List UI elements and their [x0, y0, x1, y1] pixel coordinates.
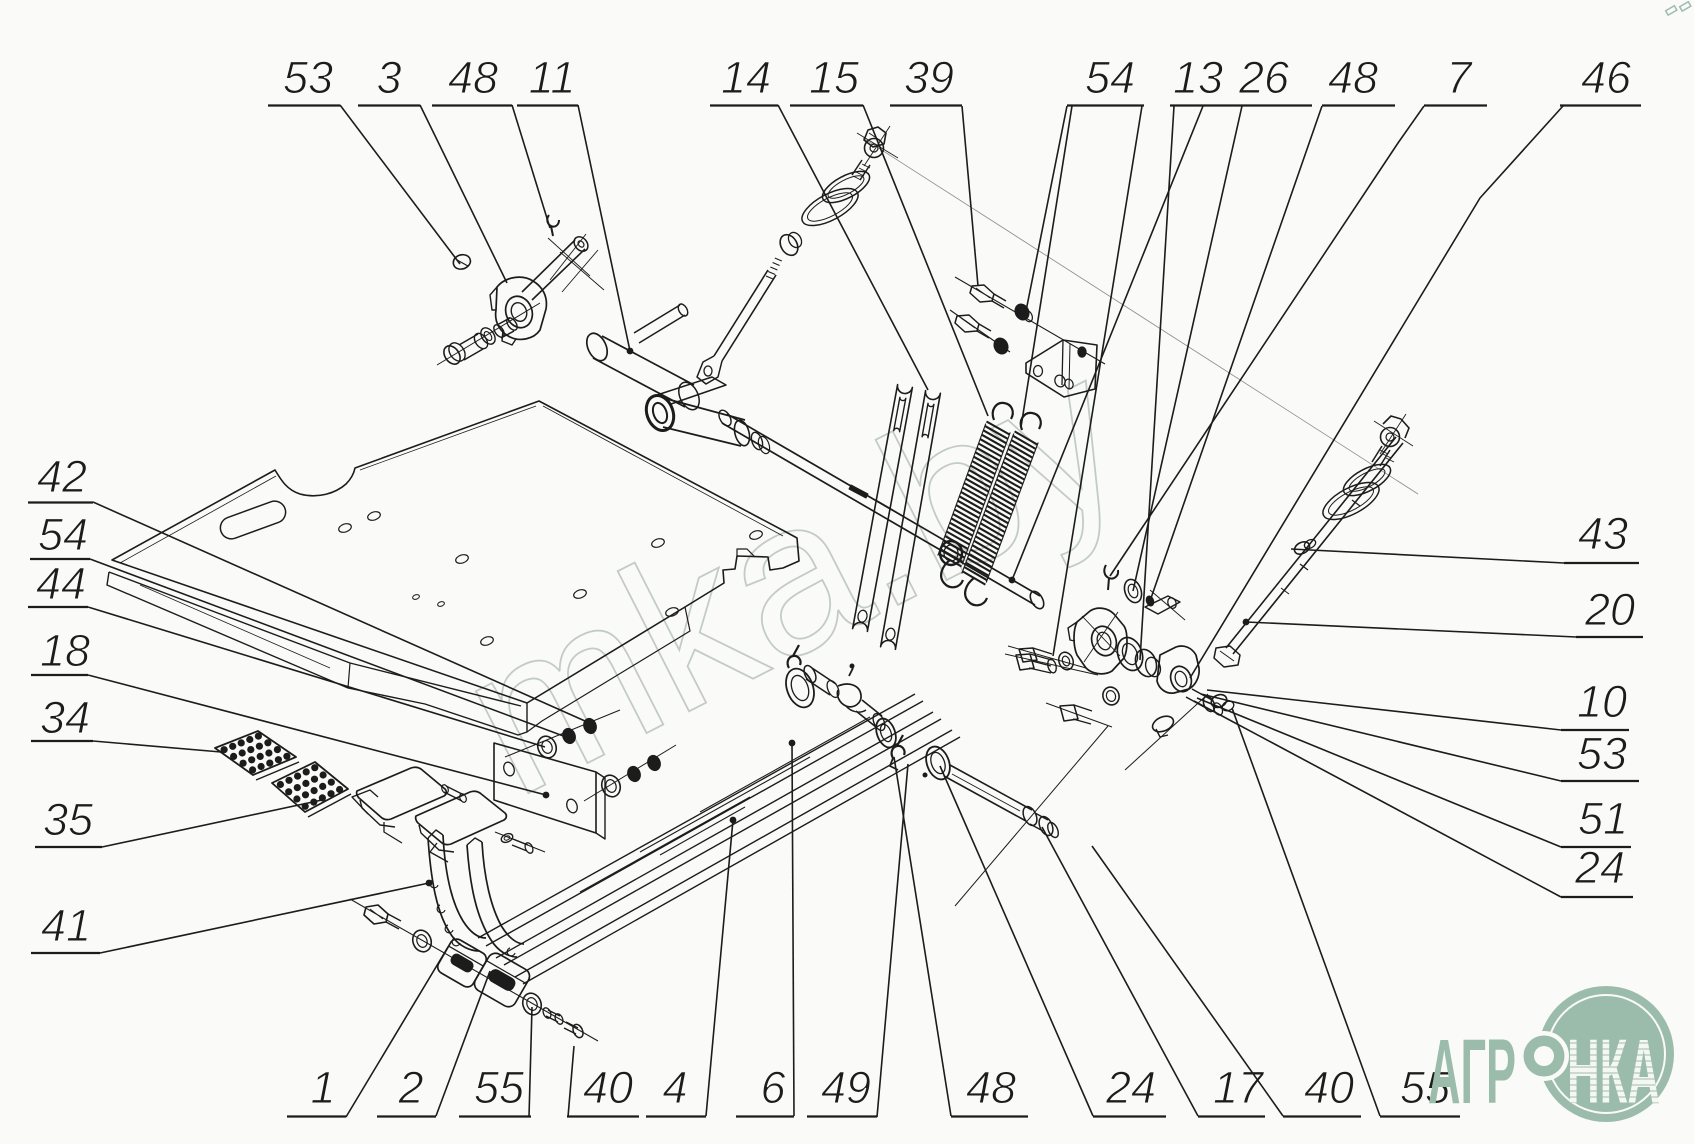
svg-text:13: 13 — [1173, 52, 1223, 103]
svg-text:17: 17 — [1213, 1062, 1265, 1113]
svg-text:46: 46 — [1581, 52, 1632, 103]
svg-text:1: 1 — [310, 1062, 335, 1113]
svg-text:40: 40 — [583, 1062, 633, 1113]
svg-text:3: 3 — [376, 52, 401, 103]
svg-text:53: 53 — [1577, 728, 1627, 779]
svg-text:49: 49 — [821, 1062, 871, 1113]
svg-text:34: 34 — [40, 692, 90, 743]
svg-text:14: 14 — [721, 52, 771, 103]
svg-text:20: 20 — [1584, 584, 1635, 635]
svg-text:24: 24 — [1574, 842, 1625, 893]
svg-text:11: 11 — [529, 52, 576, 103]
svg-text:4: 4 — [662, 1062, 687, 1113]
svg-text:53: 53 — [283, 52, 333, 103]
svg-text:42: 42 — [37, 451, 87, 502]
svg-text:48: 48 — [448, 52, 498, 103]
svg-text:55: 55 — [474, 1062, 525, 1113]
svg-text:26: 26 — [1238, 52, 1290, 103]
svg-text:41: 41 — [41, 900, 91, 951]
svg-text:39: 39 — [904, 52, 954, 103]
svg-text:43: 43 — [1578, 508, 1628, 559]
svg-text:2: 2 — [397, 1062, 423, 1113]
svg-text:35: 35 — [43, 794, 94, 845]
svg-text:6: 6 — [760, 1062, 786, 1113]
svg-text:24: 24 — [1105, 1062, 1156, 1113]
svg-text:40: 40 — [1304, 1062, 1354, 1113]
svg-text:АГР: АГР — [1428, 1021, 1516, 1123]
svg-text:48: 48 — [966, 1062, 1016, 1113]
svg-text:51: 51 — [1578, 793, 1628, 844]
svg-text:7: 7 — [1446, 52, 1473, 103]
svg-text:48: 48 — [1328, 52, 1378, 103]
svg-text:18: 18 — [40, 625, 90, 676]
svg-text:55: 55 — [1400, 1062, 1451, 1113]
svg-text:54: 54 — [1085, 52, 1135, 103]
svg-text:10: 10 — [1577, 676, 1627, 727]
svg-text:15: 15 — [809, 52, 860, 103]
svg-text:54: 54 — [38, 509, 88, 560]
svg-text:НКА: НКА — [1567, 1021, 1660, 1123]
svg-text:44: 44 — [36, 558, 86, 609]
